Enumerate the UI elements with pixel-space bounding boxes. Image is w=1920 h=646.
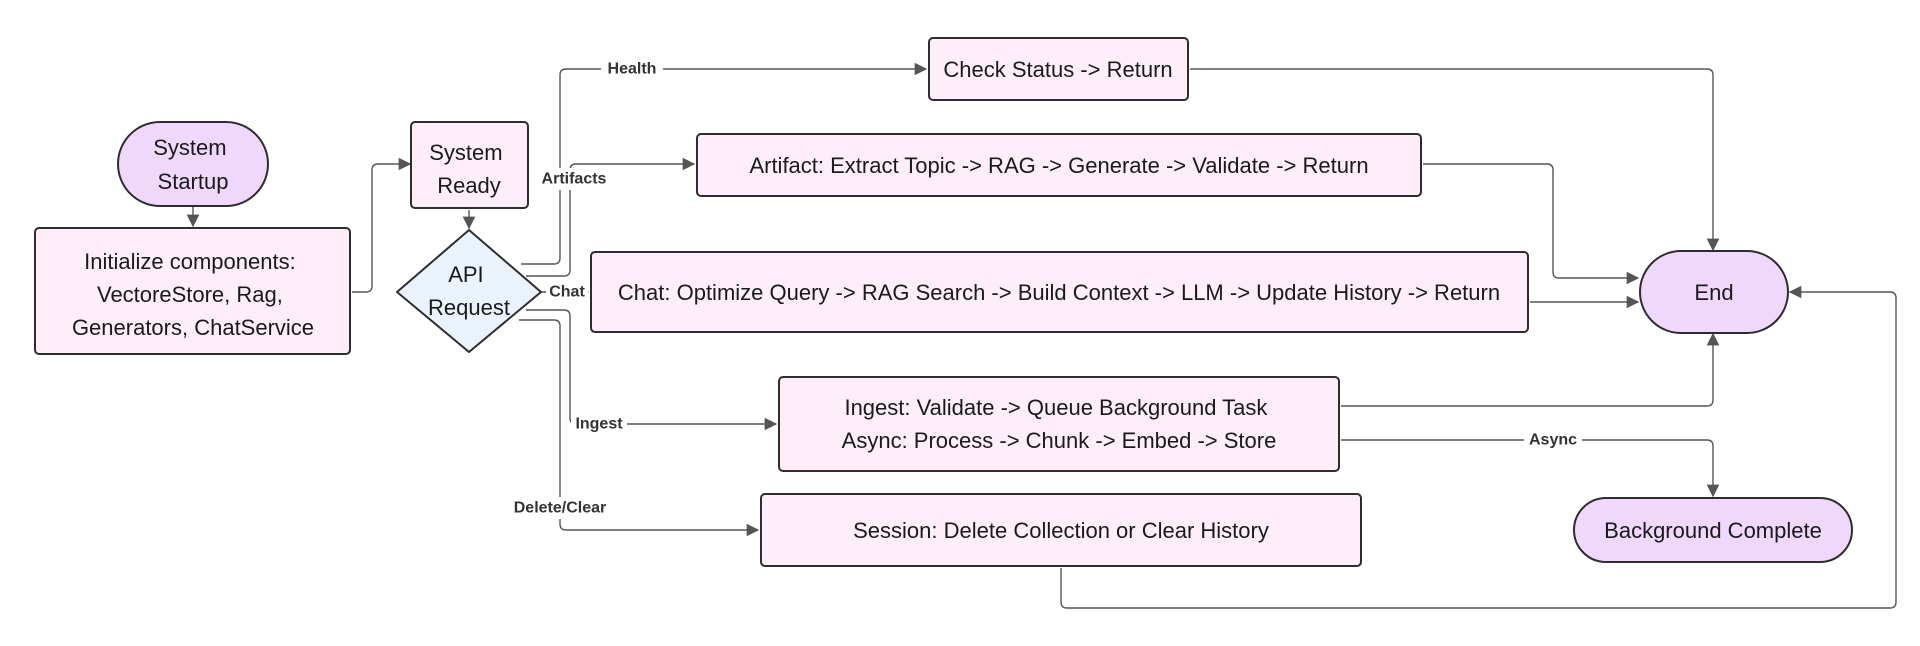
svg-text:End: End: [1694, 280, 1733, 305]
edge-ingest-async: [1341, 439, 1720, 498]
node-check-status: Check Status -> Return: [928, 37, 1189, 101]
node-chat: Chat: Optimize Query -> RAG Search -> Bu…: [590, 251, 1529, 333]
ingest-line-1: Ingest: Validate -> Queue Background Tas…: [844, 395, 1268, 420]
edge-label-artifacts: Artifacts: [542, 171, 607, 188]
node-end: End: [1639, 250, 1789, 334]
initialize-line-2: VectoreStore, Rag,: [97, 282, 283, 307]
ingest-line-2: Async: Process -> Chunk -> Embed -> Stor…: [842, 428, 1277, 453]
api-request-line-2: Request: [428, 295, 510, 320]
svg-text:Artifact: Extract Topic -> RAG: Artifact: Extract Topic -> RAG -> Genera…: [749, 153, 1368, 178]
svg-text:Background Complete: Background Complete: [1604, 518, 1822, 543]
edge-label-ingest: Ingest: [575, 416, 623, 433]
node-system-ready: System Ready: [410, 121, 529, 209]
edge-session-to-end: [1060, 285, 1897, 609]
edge-label-delete-clear: Delete/Clear: [514, 500, 607, 517]
edge-delete-clear: [519, 319, 760, 537]
edge-label-health: Health: [608, 61, 657, 78]
edge-health: [521, 62, 928, 265]
node-ingest: Ingest: Validate -> Queue Background Tas…: [778, 376, 1340, 472]
svg-text:Check Status -> Return: Check Status -> Return: [943, 57, 1172, 82]
node-initialize-components: Initialize components: VectoreStore, Rag…: [34, 227, 351, 355]
node-background-complete: Background Complete: [1573, 497, 1853, 563]
svg-text:Ingest: Validate -> Queue Back: Ingest: Validate -> Queue Background Tas…: [842, 395, 1277, 453]
edge-label-chat: Chat: [549, 284, 585, 301]
node-system-startup: System Startup: [117, 121, 269, 207]
svg-text:Chat: Optimize Query -> RAG Se: Chat: Optimize Query -> RAG Search -> Bu…: [618, 280, 1500, 305]
edge-label-async: Async: [1529, 432, 1577, 449]
initialize-line-3: Generators, ChatService: [72, 315, 314, 340]
node-session: Session: Delete Collection or Clear Hist…: [760, 493, 1362, 567]
system-startup-line-1: System: [153, 135, 226, 160]
artifact-label: Artifact: Extract Topic -> RAG -> Genera…: [749, 153, 1368, 178]
edge-labels: Health Artifacts Chat Ingest Delete/Clea…: [505, 58, 1582, 519]
edge-artifact-to-end: [1423, 163, 1640, 285]
end-label: End: [1694, 280, 1733, 305]
svg-text:System Startup: System Startup: [153, 135, 232, 194]
chat-label: Chat: Optimize Query -> RAG Search -> Bu…: [618, 280, 1500, 305]
svg-text:System Ready: System Ready: [429, 140, 508, 198]
initialize-line-1: Initialize components:: [84, 249, 296, 274]
svg-text:Session: Delete Collection or: Session: Delete Collection or Clear Hist…: [853, 518, 1269, 543]
edge-initialize-to-ready: [352, 157, 412, 293]
session-label: Session: Delete Collection or Clear Hist…: [853, 518, 1269, 543]
node-artifact: Artifact: Extract Topic -> RAG -> Genera…: [696, 133, 1422, 197]
edge-checkstatus-to-end: [1190, 68, 1720, 252]
edge-ingest-to-end: [1341, 332, 1720, 407]
nodes: System Startup Initialize components: Ve…: [34, 37, 1853, 567]
api-request-line-1: API: [448, 262, 483, 287]
background-complete-label: Background Complete: [1604, 518, 1822, 543]
svg-text:API Request: API Request: [428, 262, 510, 320]
system-ready-line-2: Ready: [437, 173, 501, 198]
check-status-label: Check Status -> Return: [943, 57, 1172, 82]
svg-text:Initialize components:: Initialize components: VectoreStore, Rag…: [72, 249, 314, 340]
system-ready-line-1: System: [429, 140, 502, 165]
node-api-request: API Request: [396, 229, 542, 353]
edge-artifacts: [526, 157, 696, 277]
system-startup-line-2: Startup: [158, 169, 229, 194]
